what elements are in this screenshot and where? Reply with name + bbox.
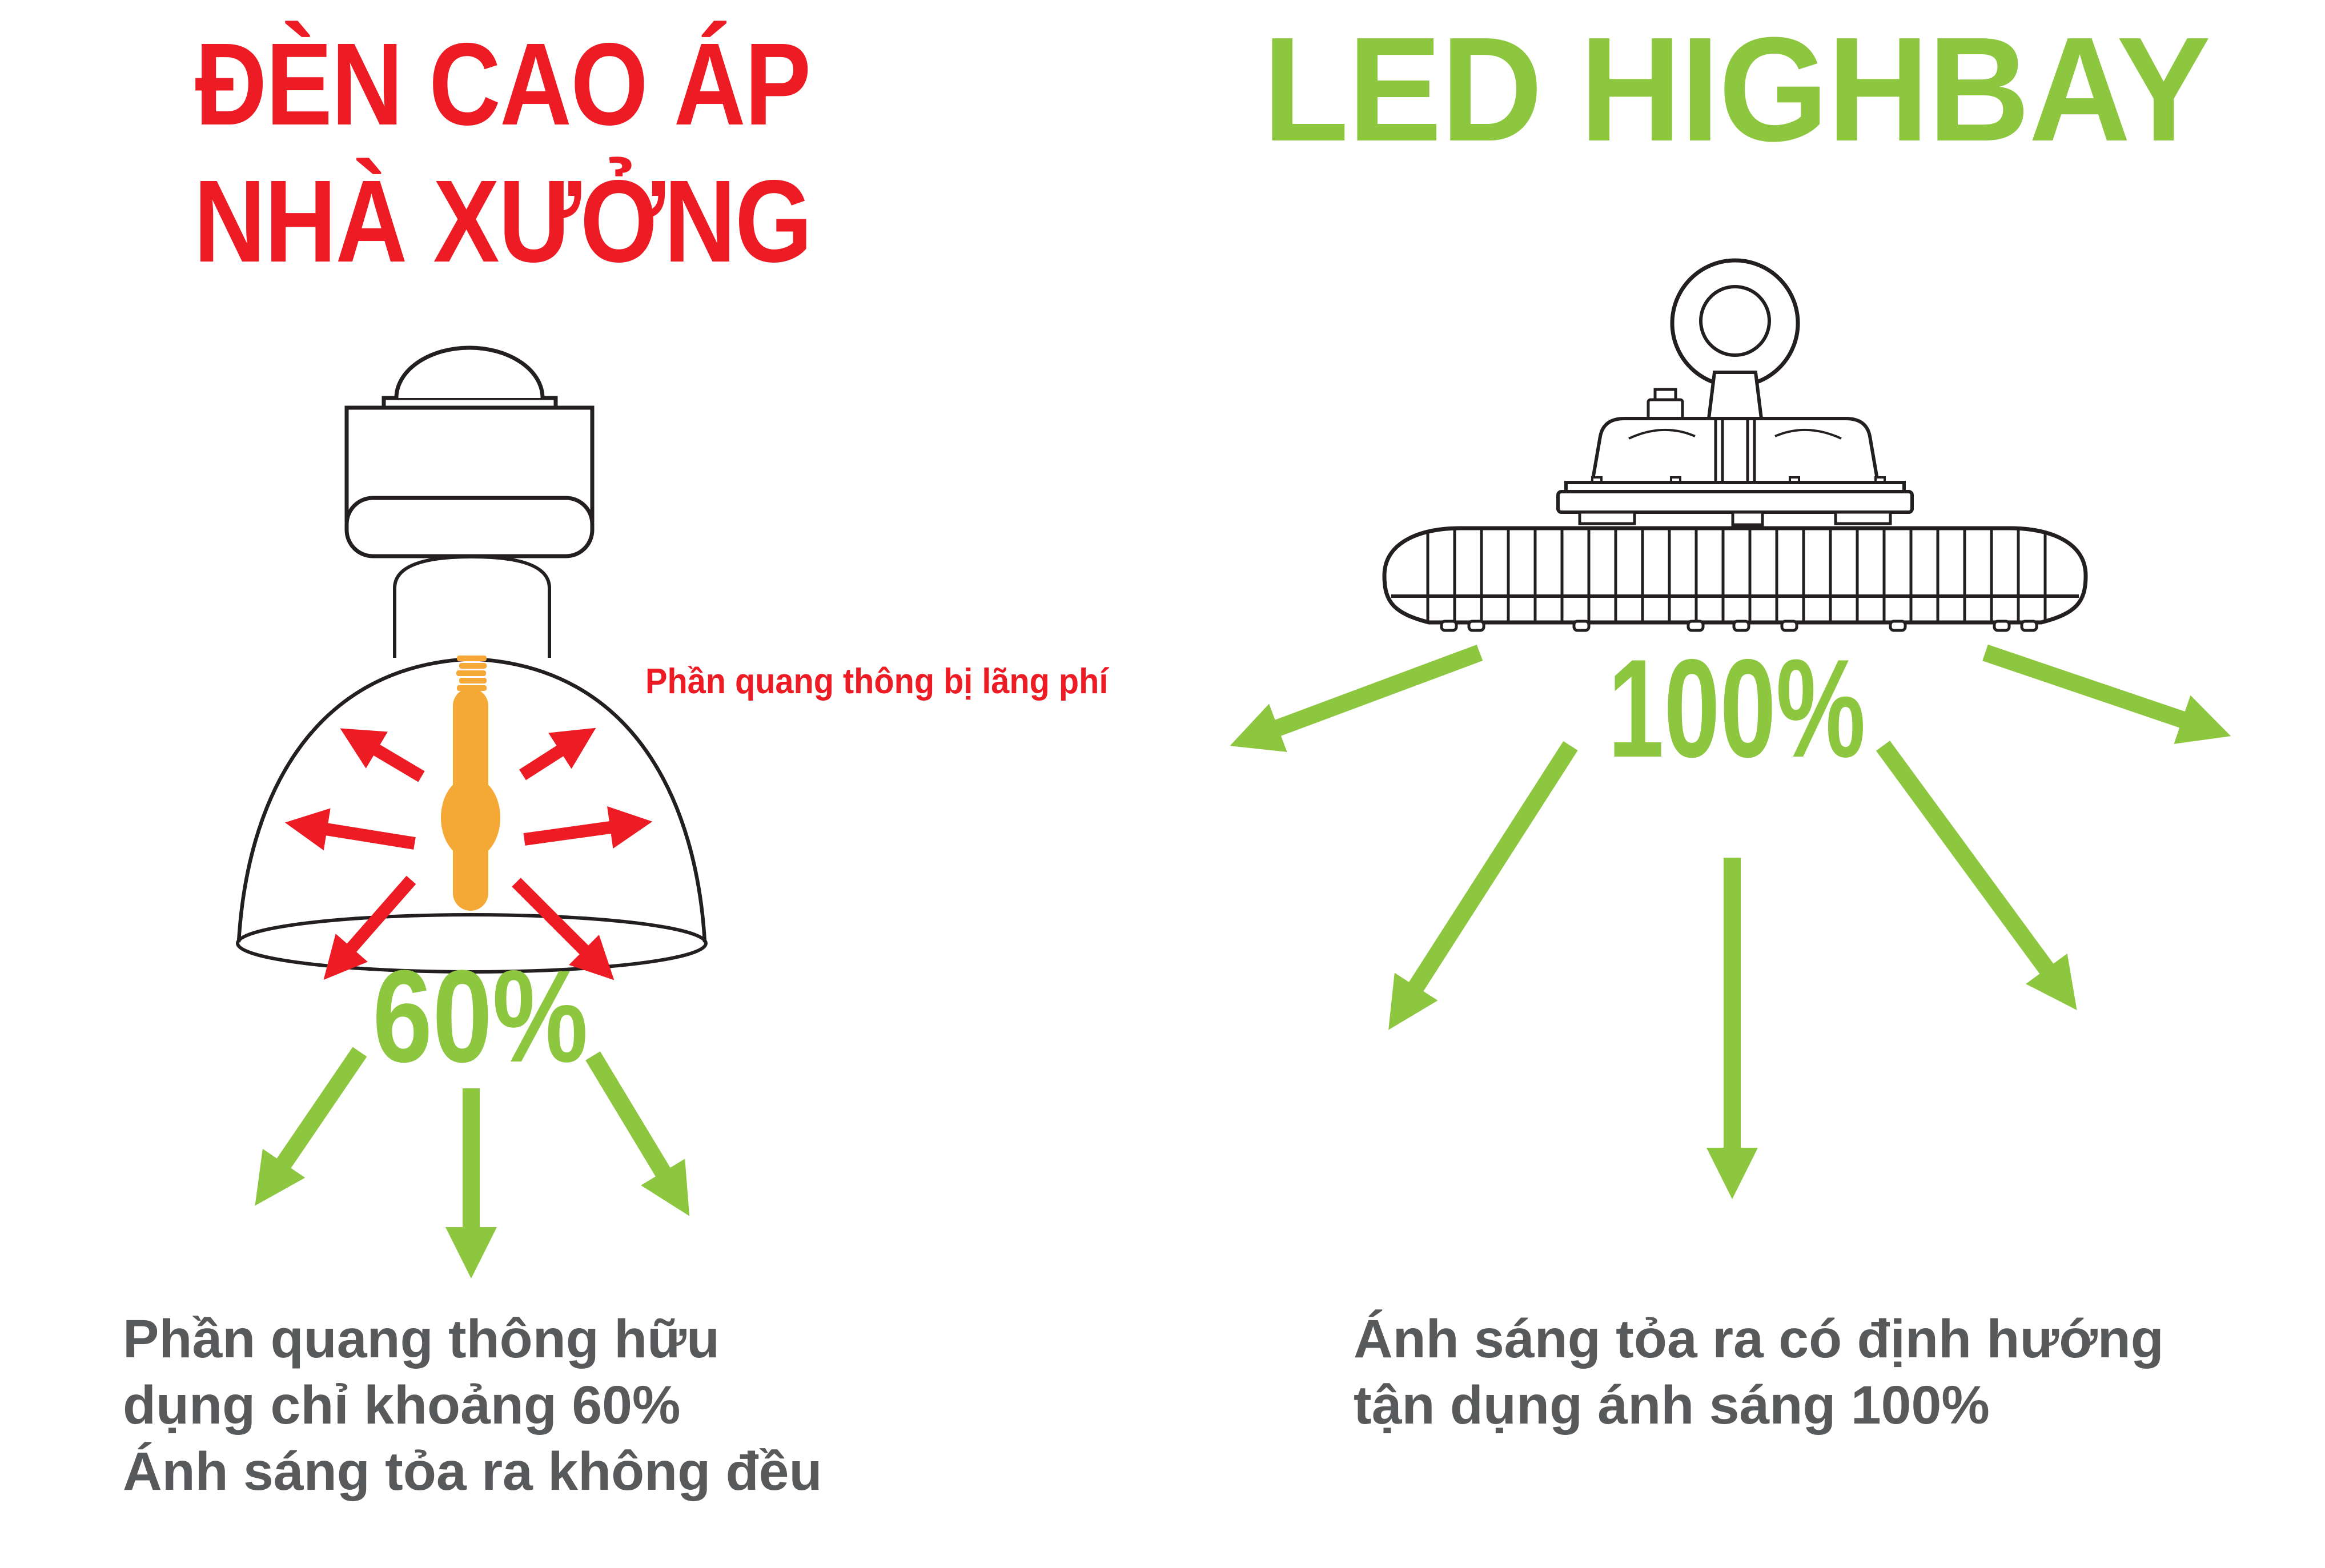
- heatsink-body: [1382, 526, 2088, 625]
- title-led-highbay: LED HIGHBAY: [1262, 7, 2211, 172]
- note-hid-lamp: Phần quang thông hữu dụng chỉ khoảng 60%…: [123, 1306, 822, 1505]
- title-hid-lamp: ĐÈN CAO ÁP NHÀ XƯỞNG: [163, 16, 842, 290]
- green-arrow-right-far-right: [1982, 644, 2231, 744]
- lamp-top-plate: [382, 396, 558, 410]
- green-arrow-right-inner-left: [1388, 741, 1578, 1030]
- note-hid-line2: dụng chỉ khoảng 60%: [123, 1374, 681, 1436]
- note-hid-line3: Ánh sáng tỏa ra không đều: [123, 1441, 822, 1502]
- bottom-screws: [1440, 620, 2038, 632]
- green-arrow-left-down-left: [255, 1047, 367, 1206]
- red-arrow-up-right: [519, 727, 596, 781]
- note-led-line1: Ánh sáng tỏa ra có định hướng: [1354, 1309, 2164, 1369]
- red-light-arrows: [284, 727, 653, 980]
- green-light-arrows-right: [1230, 644, 2231, 1199]
- percent-label-right: 100%: [1608, 630, 1866, 786]
- green-arrow-left-down-right: [585, 1051, 690, 1216]
- hid-bulb: [441, 656, 500, 911]
- driver-housing: [1590, 417, 1880, 484]
- green-arrow-right-inner-right: [1876, 741, 2077, 1011]
- red-arrow-down-right: [512, 878, 615, 980]
- lamp-collar: [344, 496, 595, 558]
- note-hid-line1: Phần quang thông hữu: [123, 1309, 720, 1369]
- wasted-light-label: Phần quang thông bị lãng phí: [645, 662, 1109, 701]
- green-light-arrows-left: [255, 1047, 690, 1278]
- driver-housing-detail-left: [1628, 429, 1696, 440]
- red-arrow-down-left: [323, 875, 416, 980]
- red-arrow-up-left: [340, 728, 425, 782]
- red-arrow-right: [523, 806, 653, 849]
- red-arrow-left: [284, 808, 416, 851]
- title-hid-line2: NHÀ XƯỞNG: [194, 155, 812, 287]
- title-hid-line1: ĐÈN CAO ÁP: [195, 19, 811, 150]
- driver-housing-detail-right: [1774, 429, 1842, 440]
- lamp-neck: [393, 554, 551, 658]
- cable-gland: [1647, 398, 1684, 421]
- mounting-bracket: [1714, 419, 1756, 483]
- note-led-highbay: Ánh sáng tỏa ra có định hướng tận dụng á…: [1354, 1306, 2164, 1439]
- eye-hook-inner: [1699, 285, 1771, 357]
- green-arrow-right-far-left: [1230, 644, 1483, 752]
- mounting-plate: [1556, 476, 1914, 533]
- percent-label-left: 60%: [372, 943, 588, 1089]
- hid-lamp-illustration: [236, 345, 708, 980]
- cable-gland-cap: [1653, 388, 1677, 401]
- heatsink-fins: [1426, 528, 2047, 622]
- note-led-line2: tận dụng ánh sáng 100%: [1354, 1374, 1990, 1436]
- eye-hook-shank: [1706, 371, 1764, 420]
- led-highbay-illustration: [1382, 258, 2088, 632]
- lamp-dome-cap: [394, 345, 545, 399]
